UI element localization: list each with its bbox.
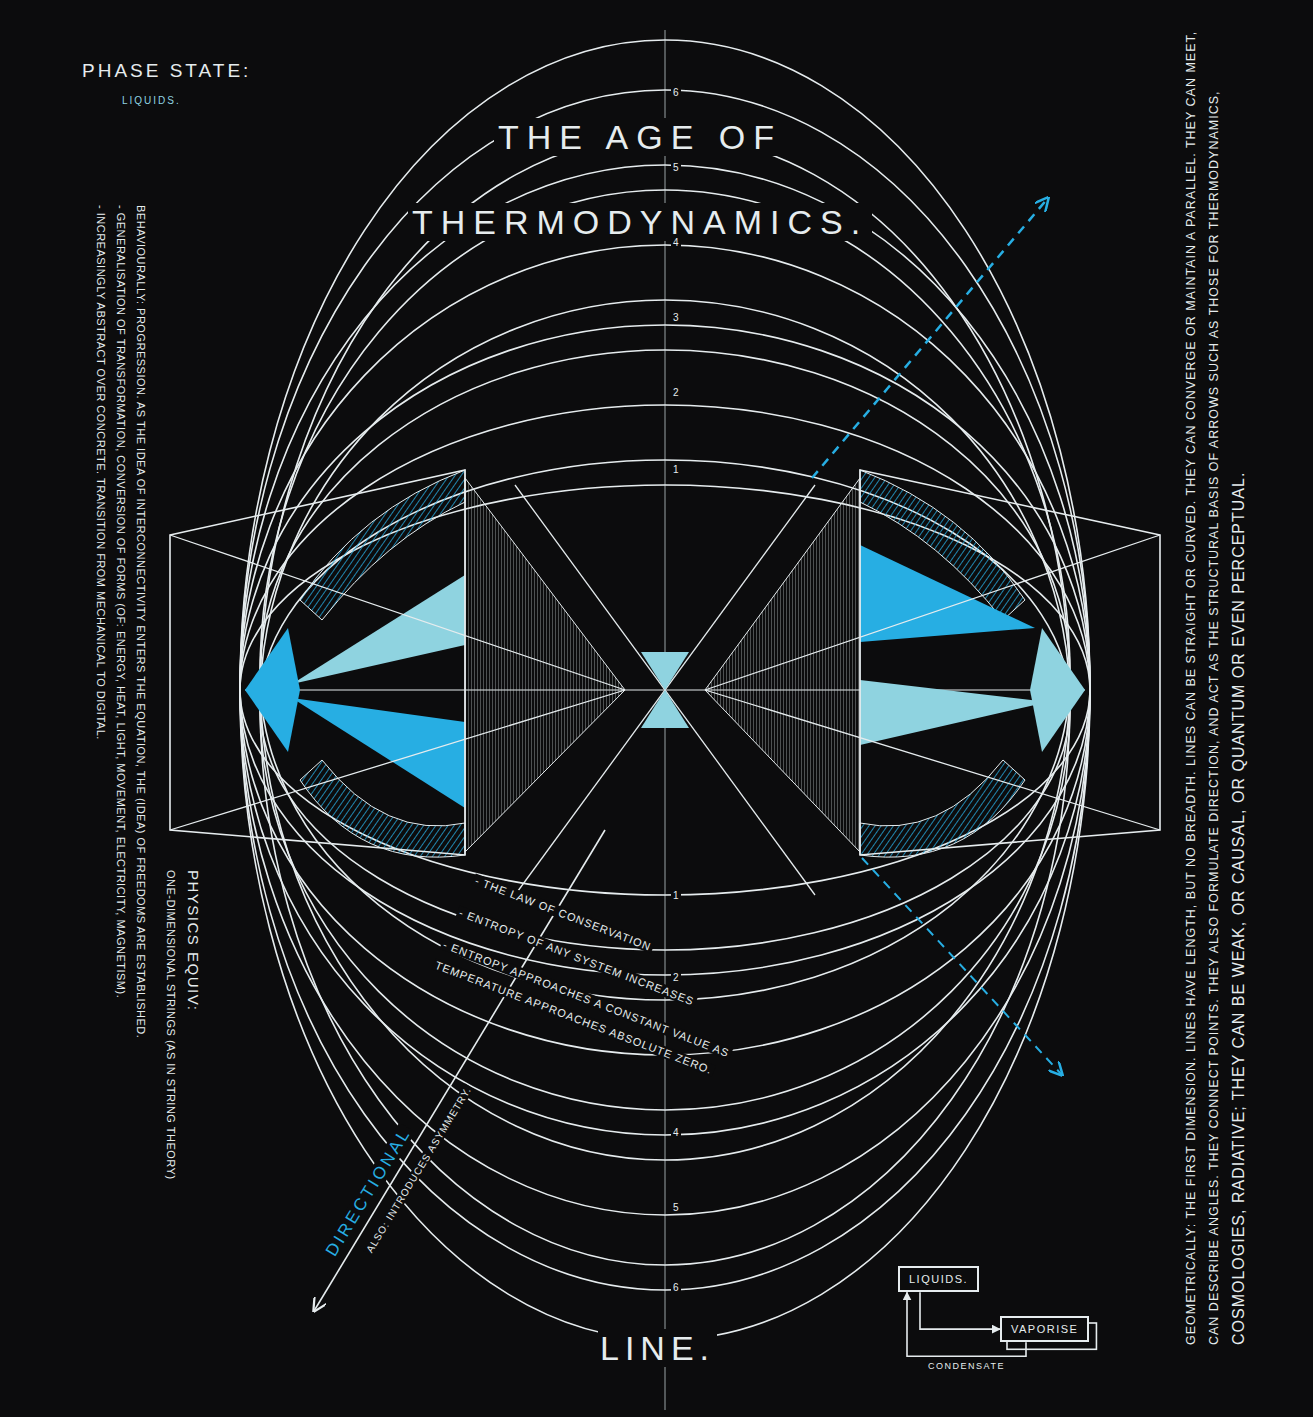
frame-diagonals — [170, 485, 1160, 895]
label-holder: 6 — [671, 1275, 681, 1297]
axis-number: 1 — [671, 464, 681, 475]
centre-bowtie — [641, 652, 689, 690]
diagonal — [705, 690, 1160, 830]
axis-number: 6 — [671, 87, 681, 98]
label-holder: 2 — [671, 965, 681, 987]
ellipse — [240, 40, 1090, 1340]
diagonal — [515, 485, 815, 895]
law-note: - THE LAW OF CONSERVATION — [472, 874, 655, 954]
behaviour-note: - GENERALISATION OF TRANSFORMATION, CONV… — [110, 205, 130, 1315]
label-holder: 1 — [671, 883, 681, 905]
ellipse — [260, 300, 1070, 1110]
axis-number: 5 — [671, 162, 681, 173]
axis-number: 1 — [671, 890, 681, 901]
grey-triangle — [465, 478, 625, 852]
blue-crescent — [245, 628, 300, 752]
pale-wedge — [860, 680, 1048, 745]
behaviour-note: BEHAVIOURALLY: PROGRESSION. AS THE IDEA … — [130, 205, 150, 1315]
diagonal — [170, 690, 625, 830]
label-holder: LINE. — [598, 1326, 717, 1372]
ellipse — [260, 350, 1070, 1000]
title: THE AGE OF THERMODYNAMICS. — [408, 118, 872, 241]
label-holder: 4 — [671, 230, 681, 252]
behaviour-note: - INCREASINGLY ABSTRACT OVER CONCRETE. T… — [91, 205, 111, 1315]
ellipse — [260, 460, 1070, 950]
blue-wedge — [292, 698, 465, 808]
axis-number: 4 — [671, 237, 681, 248]
connector-label: CONDENSATE — [926, 1361, 1007, 1371]
phase-value: LIQUIDS. — [120, 95, 183, 106]
diagonal — [170, 535, 625, 690]
line-label: LINE. — [598, 1329, 717, 1367]
text-column: GEOMETRICALLY: THE FIRST DIMENSION. LINE… — [1180, 15, 1254, 1345]
flow-connector — [920, 1292, 1000, 1329]
ellipse — [260, 135, 1070, 1265]
process-box: VAPORISE — [1000, 1316, 1089, 1342]
ellipse — [240, 405, 1090, 975]
direction-arrow — [314, 830, 605, 1311]
box-label: LIQUIDS. — [909, 1272, 968, 1286]
ellipse — [240, 245, 1090, 1135]
diagonal — [515, 485, 815, 895]
process-box: LIQUIDS. — [898, 1266, 979, 1292]
label-holder: 3 — [671, 305, 681, 327]
axis-number: 5 — [671, 1202, 681, 1213]
label-holder: 1 — [671, 457, 681, 479]
axis-number: 2 — [671, 387, 681, 398]
dashed-arrow — [862, 858, 1062, 1075]
label-holder: 2 — [671, 380, 681, 402]
axis-number: 6 — [671, 1282, 681, 1293]
ellipse — [240, 325, 1090, 1055]
centre-bowtie — [641, 690, 689, 728]
pale-wedge — [292, 575, 465, 684]
blue-wedge — [860, 545, 1035, 642]
geometry-note: GEOMETRICALLY: THE FIRST DIMENSION. LINE… — [1180, 15, 1225, 1345]
label-holder: - ENTROPY APPROACHES A CONSTANT VALUE AS… — [431, 932, 764, 1094]
label-holder: 4 — [671, 1120, 681, 1142]
physics-heading: PHYSICS EQUIV: — [180, 870, 207, 1310]
label-holder: LIQUIDS. — [120, 88, 183, 110]
text-column: BEHAVIOURALLY: PROGRESSION. AS THE IDEA … — [91, 205, 150, 1315]
label-holder: 5 — [671, 1195, 681, 1217]
label-holder: PHASE STATE: — [80, 58, 253, 84]
box-label: VAPORISE — [1011, 1322, 1078, 1336]
title-block: THE AGE OF THERMODYNAMICS. — [380, 98, 900, 268]
axis-number: 4 — [671, 1127, 681, 1138]
frame — [860, 470, 1160, 855]
label-holder: 5 — [671, 155, 681, 177]
frame — [170, 470, 465, 855]
ellipse — [240, 165, 1090, 1215]
ellipse — [240, 90, 1090, 1290]
axis-number: 3 — [671, 312, 681, 323]
label-holder: - THE LAW OF CONSERVATION — [470, 868, 657, 957]
text-column: PHYSICS EQUIV:ONE-DIMENSIONAL STRINGS (A… — [160, 870, 207, 1310]
diagonal — [705, 535, 1160, 690]
phase-heading: PHASE STATE: — [80, 60, 253, 81]
label-holder: 6 — [671, 80, 681, 102]
ellipse-bundle — [240, 40, 1090, 1340]
blue-crescent — [1030, 628, 1085, 752]
physics-note: ONE-DIMENSIONAL STRINGS (AS IN STRING TH… — [160, 870, 180, 1310]
geometry-note: COSMOLOGIES, RADIATIVE; THEY CAN BE WEAK… — [1225, 15, 1254, 1345]
ellipse — [260, 190, 1070, 1160]
axis-number: 2 — [671, 972, 681, 983]
grey-triangle — [705, 478, 860, 852]
